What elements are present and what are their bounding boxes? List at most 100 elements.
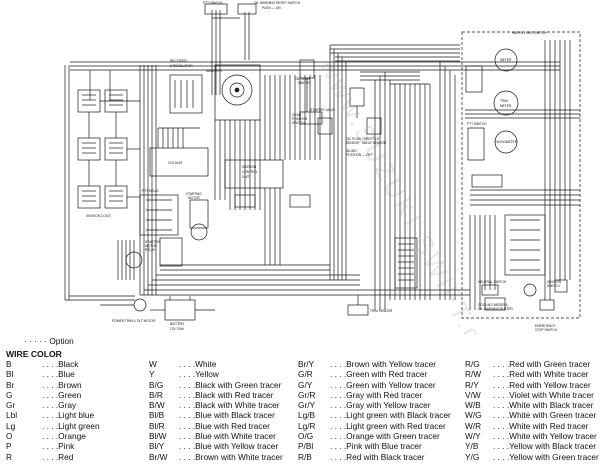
legend-row: Y/G. . . . Yellow with Green tracer: [465, 452, 599, 462]
legend-title: WIRE COLOR: [6, 349, 62, 359]
legend-row: Y/B. . . . Yellow with Black tracer: [465, 441, 599, 451]
option-note: · · · · · Option: [24, 336, 74, 346]
leader-dots: . . . .: [179, 389, 196, 400]
wire-code: Gr/Y: [298, 400, 316, 411]
label-battery-2: 12V 70Ah: [170, 327, 184, 331]
mid-sensors: [299, 59, 382, 135]
leader-dots: . . . .: [493, 400, 510, 411]
label-regulator: & REGULATOR: [170, 64, 193, 68]
leader-dots: . . . .: [330, 451, 347, 462]
label-oil-buzzer-2: OIL WARNING BUZZER: [478, 307, 514, 311]
wire-code: B: [6, 359, 12, 369]
wire-color-name: Red with White tracer: [509, 369, 589, 380]
legend-row: W/R. . . . White with Red tracer: [465, 421, 599, 431]
ignition-coils: [77, 89, 140, 209]
leader-dots: . . . .: [330, 379, 347, 390]
legend-row: Br/W. . . . Brown with White tracer: [149, 452, 283, 462]
wire-color-name: Light green with Red tracer: [346, 420, 446, 431]
leader-dots: . . . .: [42, 441, 59, 452]
legend-row: Lg/R. . . . Light green with Red tracer: [298, 421, 451, 431]
label-ignition-control-1: IGNITION: [242, 165, 257, 169]
legend-row: R/W. . . . Red with White tracer: [465, 369, 599, 379]
leader-dots: . . . .: [330, 359, 347, 369]
wiring-diagram: www.SUZUKI-SWIFT.com PTT SWITCH OIL WARN…: [64, 1, 581, 335]
label-emergency-2: STOP SWITCH: [535, 328, 558, 332]
wire-code: P: [6, 441, 12, 452]
wire-code: W/B: [465, 400, 481, 411]
ptt-relay-section: [117, 194, 209, 280]
leader-dots: . . . .: [179, 441, 196, 452]
wire-code: B/R: [149, 389, 163, 400]
label-starter-relay-2: MOTOR: [145, 244, 158, 248]
legend-row: Bl/W. . . . Blue with White tracer: [149, 431, 283, 441]
legend-row: R/Y. . . . Red with Yellow tracer: [465, 380, 599, 390]
wire-color-name: Violet with White tracer: [509, 389, 594, 400]
leader-dots: . . . .: [330, 431, 347, 442]
legend-row: Bl/R. . . . Blue with Red tracer: [149, 421, 283, 431]
wire-color-name: Yellow: [195, 369, 219, 380]
leader-dots: . . . .: [330, 410, 347, 421]
wire-code: Br/W: [149, 451, 168, 462]
wire-color-name: Blue with White tracer: [195, 431, 276, 442]
label-ignition-coils: IGNITION COILS: [86, 214, 111, 218]
wire-code: R/Y: [465, 379, 479, 390]
legend-row: Bl/B. . . . Blue with Black tracer: [149, 410, 283, 420]
wire-code: R/G: [465, 359, 480, 369]
wire-code: B/G: [149, 379, 164, 390]
wire-color-name: Gray with Yellow tracer: [346, 400, 431, 411]
leader-dots: . . . .: [42, 410, 59, 421]
legend-row: B/R. . . . Black with Red tracer: [149, 390, 283, 400]
wire-code: Bl/Y: [149, 441, 165, 452]
legend-row: Lbl. . . . Light blue: [6, 410, 100, 420]
legend-row: R/B. . . . Red with Black tracer: [298, 452, 451, 462]
wire-code: P/Bl: [298, 441, 314, 452]
wire-code: R: [6, 451, 12, 462]
legend-row: Lg/B. . . . Light green with Black trace…: [298, 410, 451, 420]
leader-dots: . . . .: [493, 359, 510, 369]
label-meter: METER: [500, 58, 512, 62]
wire-color-name: Yellow with Black tracer: [509, 441, 596, 452]
wire-code: G/Y: [298, 379, 313, 390]
wire-color-name: Brown: [58, 379, 82, 390]
leader-dots: . . . .: [493, 420, 510, 431]
label-idling-1: IDLING: [346, 149, 357, 153]
label-ignition-switch-1: IGNITION: [547, 280, 562, 284]
label-tachometer: TACHOMETER: [495, 140, 518, 144]
legend-row: Gr/R. . . . Gray with Red tracer: [298, 390, 451, 400]
label-trim-meter-2: METER: [500, 104, 512, 108]
legend-row: W/G. . . . White with Green tracer: [465, 410, 599, 420]
legend-row: G/Y. . . . Green with Yellow tracer: [298, 380, 451, 390]
label-battery-1: BATTERY: [170, 322, 185, 326]
legend-row: Y. . . . Yellow: [149, 369, 283, 379]
label-trim-meter-1: TRIM: [500, 99, 508, 103]
leader-dots: . . . .: [179, 359, 196, 369]
leader-dots: . . . .: [493, 441, 510, 452]
legend-row: Br/Y. . . . Brown with Yellow tracer: [298, 359, 451, 369]
legend-row: B/W. . . . Black with White tracer: [149, 400, 283, 410]
leader-dots: . . . .: [42, 369, 59, 380]
legend-row: W/B. . . . White with Black tracer: [465, 400, 599, 410]
legend-row: O. . . . Orange: [6, 431, 100, 441]
leader-dots: . . . .: [42, 420, 59, 431]
legend-row: R/G . . . . Red with Green tracer: [465, 359, 599, 369]
label-cdi-unit: CDI UNIT: [168, 161, 183, 165]
wire-color-name: Blue with Black tracer: [195, 410, 275, 421]
wire-color-name: Brown with Yellow tracer: [346, 359, 437, 369]
wire-code: W/R: [465, 420, 482, 431]
label-oil-flow-2: SENSOR: [346, 141, 360, 145]
wire-color-name: Brown with White tracer: [195, 451, 283, 462]
wire-color-name: Red with Green tracer: [509, 359, 591, 369]
leader-dots: . . . .: [493, 369, 510, 380]
leader-dots: . . . .: [42, 431, 59, 442]
wire-code: W/Y: [465, 431, 481, 442]
top-harness: [211, 10, 250, 95]
wire-color-name: Light blue: [58, 410, 95, 421]
label-power-trim: POWER TRIM & TILT MOTOR: [112, 319, 156, 323]
wire-code: V/W: [465, 389, 481, 400]
legend-row: G/R. . . . Green with Red tracer: [298, 369, 451, 379]
label-gear-2: POSITION: [292, 117, 308, 121]
cdi-unit-box: [149, 127, 209, 177]
label-oil-buzzer-1: COOLING WATER &: [478, 303, 509, 307]
wire-code: Bl/B: [149, 410, 165, 421]
leader-dots: . . . .: [493, 379, 510, 390]
